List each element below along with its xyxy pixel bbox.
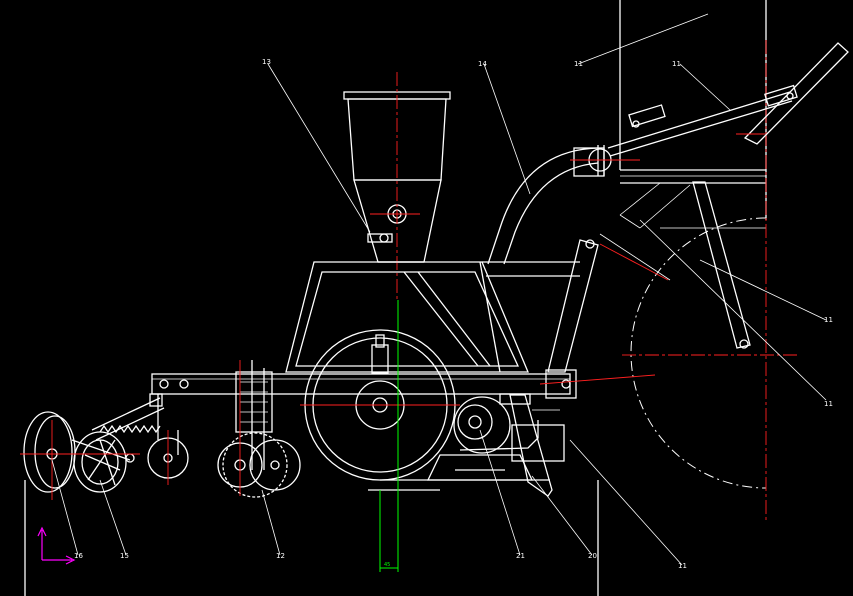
main-drive-wheel [300, 329, 460, 481]
tractor-lower-link [692, 181, 751, 349]
callout-top-right-2: 11 [672, 60, 681, 68]
seed-hopper [343, 72, 451, 300]
dimension-marker: 45 [379, 300, 399, 572]
callout-bottom-disc: 16 [74, 552, 83, 560]
callout-right-2: 11 [824, 400, 833, 408]
dimension-text: 45 [384, 562, 390, 568]
callout-bottom-wheel: 12 [276, 552, 285, 560]
top-link-arm [607, 42, 849, 157]
callout-hopper: 13 [262, 58, 271, 66]
main-frame [285, 239, 599, 373]
leader-lines [51, 13, 827, 566]
callout-right-1: 11 [824, 316, 833, 324]
callout-bottom-frame: 11 [678, 562, 687, 570]
tool-bar-beam [151, 369, 656, 399]
covering-spring [91, 393, 165, 441]
ucs-axis-icon [37, 526, 76, 565]
tractor-outline [619, 0, 767, 229]
furrow-opener [499, 393, 565, 497]
callout-bottom-furrow: 20 [588, 552, 597, 560]
callout-top-right-1: 11 [574, 60, 583, 68]
callout-bottom-sprocket: 21 [516, 552, 525, 560]
seed-tube [487, 145, 640, 265]
covering-disc [20, 411, 140, 596]
gauge-wheel-unit [217, 360, 301, 498]
drive-sprocket [368, 396, 550, 491]
depth-wheel [147, 394, 189, 485]
callout-bottom-spring: 15 [120, 552, 129, 560]
tractor-rear-wheel [622, 40, 800, 520]
callout-tube: 14 [478, 60, 487, 68]
